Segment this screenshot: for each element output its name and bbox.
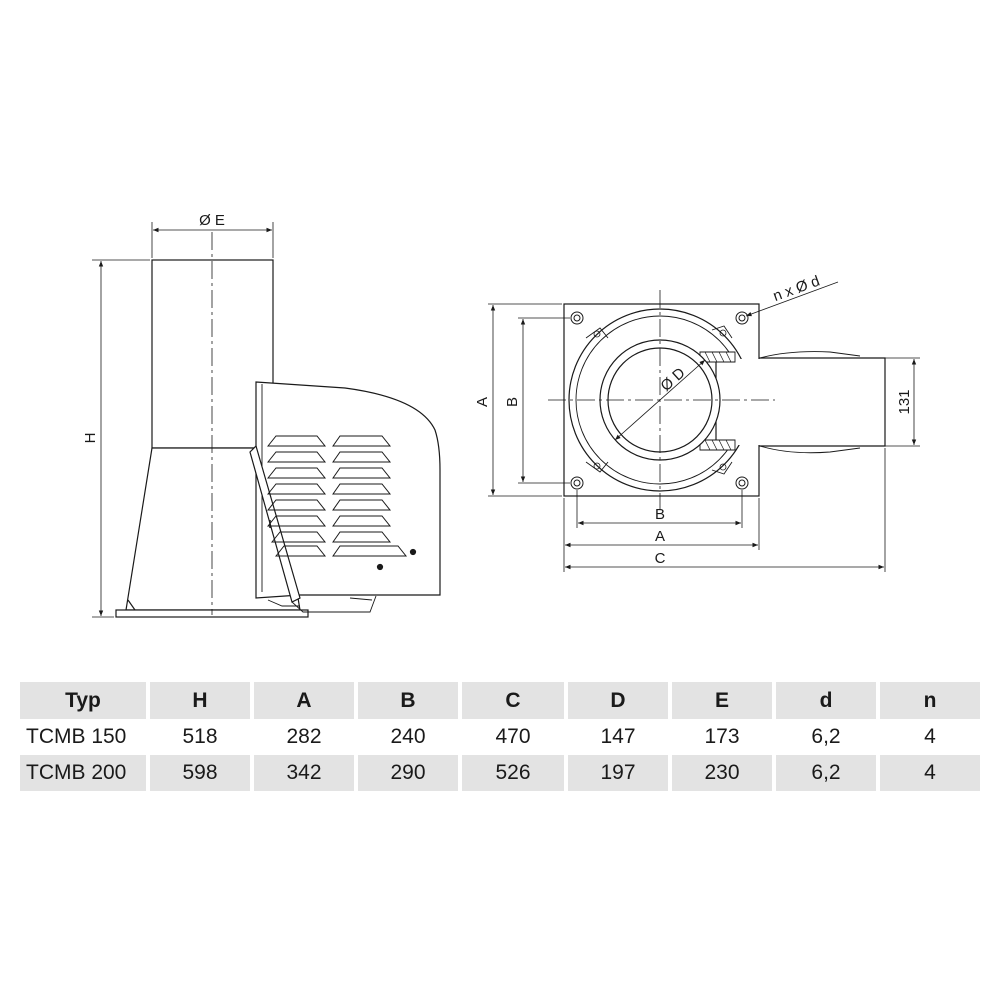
mounting-holes xyxy=(570,311,749,490)
table-row: TCMB 200 598 342 290 526 197 230 6,2 4 xyxy=(20,755,980,791)
table-cell: 6,2 xyxy=(776,755,876,791)
louver-vents xyxy=(266,435,408,557)
label-B-horizontal: B xyxy=(655,506,665,523)
hole-leader xyxy=(745,281,839,317)
table-cell: 240 xyxy=(390,725,426,748)
label-A-horizontal: A xyxy=(655,528,665,545)
chimney-pipe xyxy=(151,259,274,449)
label-A-vertical: A xyxy=(474,397,491,407)
label-C-horizontal: C xyxy=(655,550,666,567)
table-cell: 197 xyxy=(568,755,668,791)
side-view xyxy=(92,222,441,618)
label-H: H xyxy=(82,433,99,444)
col-header: B xyxy=(358,682,458,719)
col-header: A xyxy=(254,682,354,719)
table-cell: 4 xyxy=(880,755,980,791)
table-cell: 6,2 xyxy=(811,725,841,748)
label-B-vertical: B xyxy=(504,397,521,407)
table-cell: 598 xyxy=(150,755,250,791)
label-holes: n x Ø d xyxy=(771,273,822,306)
table-cell: 526 xyxy=(462,755,564,791)
col-header: E xyxy=(672,682,772,719)
table-cell: 290 xyxy=(358,755,458,791)
col-header: H xyxy=(150,682,250,719)
col-header: n xyxy=(880,682,980,719)
technical-drawing: Ø E H xyxy=(82,212,920,618)
table-cell: 4 xyxy=(924,725,936,748)
col-header: D xyxy=(568,682,668,719)
col-header: Typ xyxy=(20,682,146,719)
table-cell: 147 xyxy=(600,725,636,748)
table-row: TCMB 150 518 282 240 470 147 173 6,2 4 xyxy=(20,719,980,755)
table-cell: TCMB 150 xyxy=(26,725,127,748)
top-view xyxy=(488,281,920,572)
dim-line-D xyxy=(614,359,706,441)
label-diameter-E: Ø E xyxy=(199,212,225,229)
col-header: d xyxy=(776,682,876,719)
housing-door xyxy=(249,444,301,603)
table-cell: TCMB 200 xyxy=(20,755,146,791)
table-cell: 173 xyxy=(704,725,740,748)
table-header-row: Typ H A B C D E d n xyxy=(20,682,980,719)
table-cell: 282 xyxy=(286,725,322,748)
label-outlet-height: 131 xyxy=(896,389,913,414)
table-cell: 342 xyxy=(254,755,354,791)
spec-table: Typ H A B C D E d n TCMB 150 518 282 240… xyxy=(16,682,984,791)
table-cell: 230 xyxy=(672,755,772,791)
table-cell: 518 xyxy=(182,725,218,748)
col-header: C xyxy=(462,682,564,719)
table-cell: 470 xyxy=(495,725,531,748)
